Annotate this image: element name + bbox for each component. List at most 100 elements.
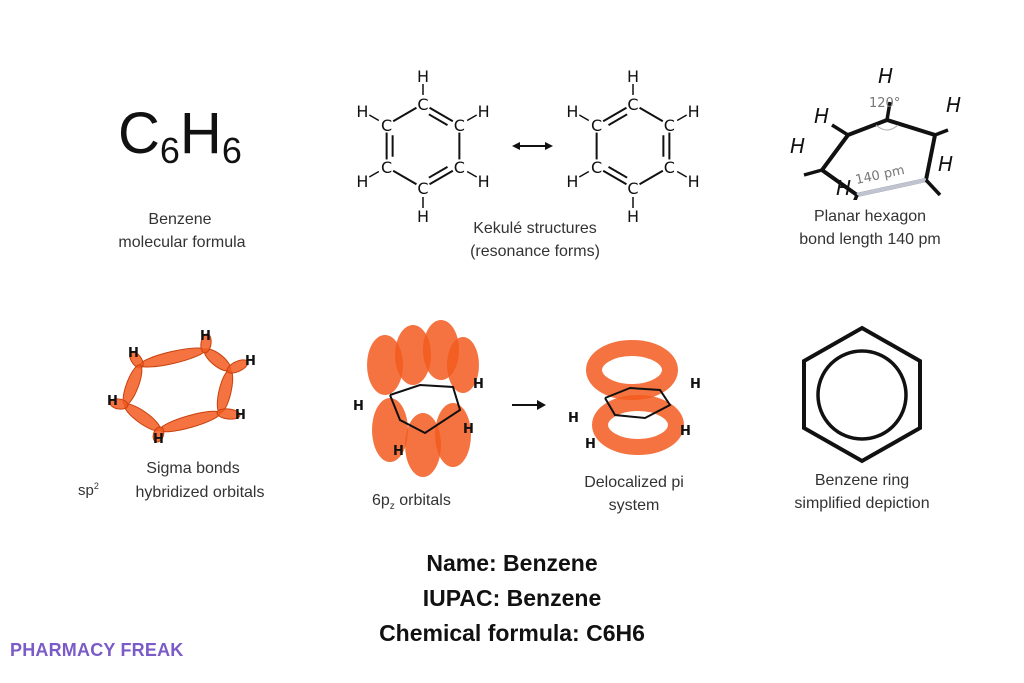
carbon-label: C [664,158,675,177]
sp-superscript: 2 [93,481,99,491]
sigma-lobe [226,359,249,374]
caption-ring-1: Benzene ring [814,472,910,489]
caption-sigma-1: Sigma bonds [146,460,240,477]
sigma-lobe [152,426,165,443]
hydrogen-label: H [200,329,211,344]
ch-bond [466,170,478,178]
caption-sigma-2: hybridized orbitals [135,484,265,501]
carbon-label: C [591,116,602,135]
hydrogen-label: H [680,424,691,439]
hydrogen-label: H [107,394,118,409]
hydrogen-label: H [353,399,364,414]
brand-logo[interactable]: PHARMACY FREAK [10,640,184,660]
formula-c: C [118,101,160,166]
hydrogen-label: H [356,172,368,191]
sigma-lobe [200,333,212,354]
sigma-h-labels: HHH HHH [107,329,256,447]
bond [639,106,664,123]
formula-h-sub: 6 [221,130,242,171]
sp-text: sp [78,482,94,499]
caption-ring-2: simplified depiction [794,495,930,512]
planar-hexagon-diagram: HHH HHH 120° 140 pm [790,64,961,200]
carbon-label: C [381,116,392,135]
hydrogen-label: H [245,354,256,369]
arrow-right-icon [512,400,546,410]
bond [602,106,627,123]
caption-kekule-1: Kekulé structures [473,220,597,237]
hydrogen-label: H [153,432,164,447]
hydrogen-label: H [627,67,639,86]
caption-pi-1: Delocalized pi [584,474,684,491]
hydrogen-label: H [128,346,139,361]
benzene-ring-diagram [802,325,922,464]
molecular-formula: C6H6 [118,100,242,172]
sigma-lobe [216,369,234,414]
ch-bond [578,114,590,122]
hydrogen-label: H [627,207,639,226]
pz-prefix: 6p [372,492,390,509]
hydrogen-label: H [688,172,700,191]
hydrogen-label: H [566,172,578,191]
carbon-label: C [664,116,675,135]
caption-pz: 6pz orbitals [372,492,451,512]
hydrogen-label: H [878,64,893,88]
bond [392,106,417,123]
caption-formula-2: molecular formula [118,234,246,251]
double-bond [608,166,628,179]
carbon-label: C [627,179,638,198]
hydrogen-label: H [356,102,368,121]
hydrogen-label: H [836,176,851,200]
carbon-label: C [627,95,638,114]
bond [602,169,627,186]
sigma-bonds-diagram: HHH HHH [107,329,256,447]
double-bond [608,113,628,126]
carbon-label: C [417,179,428,198]
pz-subscript: z [389,501,395,513]
double-bond [428,166,448,179]
carbon-label: C [417,95,428,114]
caption-planar-1: Planar hexagon [813,208,927,225]
hydrogen-label: H [814,104,829,128]
carbon-label: C [591,158,602,177]
hydrogen-label: H [566,102,578,121]
double-bond [428,113,448,126]
caption-formula-1: Benzene [148,211,212,228]
hydrogen-label: H [473,377,484,392]
formula-h: H [179,101,222,166]
hydrogen-label: H [417,67,429,86]
caption-kekule-2: (resonance forms) [470,243,600,260]
hydrogen-label: H [478,172,490,191]
sigma-lobe [159,410,221,433]
bond [392,169,417,186]
resonance-arrow-icon [512,142,553,150]
carbon-label: C [454,116,465,135]
sigma-lobe [139,347,206,368]
carbon-label: C [381,158,392,177]
bond [429,169,454,186]
hydrogen-label: H [688,102,700,121]
ch-bond [466,114,478,122]
ch-bond [676,170,688,178]
info-iupac: IUPAC: Benzene [422,585,602,611]
ch-bond [578,170,590,178]
sigma-lobe [216,408,241,420]
carbon-label: C [454,158,465,177]
hydrogen-label: H [585,437,596,452]
hydrogen-label: H [690,377,701,392]
pz-suffix: orbitals [394,492,451,509]
angle-label: 120° [869,96,900,111]
info-name: Name: Benzene [426,550,598,576]
bond [639,169,664,186]
hydrogen-label: H [568,411,579,426]
hydrogen-label: H [938,152,953,176]
planar-h-labels: HHH HHH [790,64,961,200]
ch-bond [368,170,380,178]
hydrogen-label: H [393,444,404,459]
